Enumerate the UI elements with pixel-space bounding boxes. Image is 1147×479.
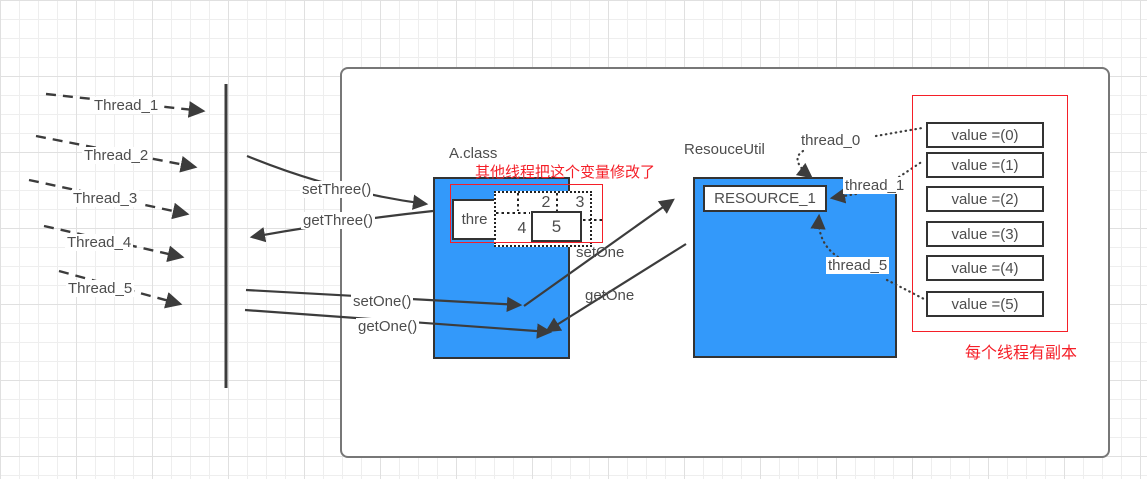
thread-5-pointer-label: thread_5 xyxy=(826,257,890,274)
set-one-label: setOne() xyxy=(351,293,414,310)
value-1-label: value =(1) xyxy=(951,156,1019,174)
value-box-1: value =(1) xyxy=(926,152,1044,178)
get-three-label: getThree() xyxy=(301,212,376,229)
set-three-label: setThree() xyxy=(300,181,374,198)
resource-util-title: ResouceUtil xyxy=(684,141,765,158)
variable-box-label: thre xyxy=(461,211,488,228)
each-thread-copy-annotation: 每个线程有副本 xyxy=(965,345,1078,362)
thread-values-red-outline xyxy=(912,95,1068,332)
thread-2-label: Thread_2 xyxy=(82,147,151,164)
thread-4-label: Thread_4 xyxy=(65,234,134,251)
a-class-title: A.class xyxy=(449,145,498,162)
value-5-label: value =(5) xyxy=(951,295,1019,313)
value-box-2: value =(2) xyxy=(926,186,1044,212)
variable-modified-annotation: 其他线程把这个变量修改了 xyxy=(475,164,656,181)
value-box-4: value =(4) xyxy=(926,255,1044,281)
thread-1-label: Thread_1 xyxy=(92,97,161,114)
modified-variable-red-outline xyxy=(450,184,603,243)
resource-1-label: RESOURCE_1 xyxy=(714,190,816,207)
resource-1-box: RESOURCE_1 xyxy=(703,185,827,212)
value-2-label: value =(2) xyxy=(951,190,1019,208)
value-box-5: value =(5) xyxy=(926,291,1044,317)
thread-3-label: Thread_3 xyxy=(71,190,140,207)
get-one-label: getOne() xyxy=(356,318,420,335)
slot-4: 4 xyxy=(517,220,527,237)
thread-0-pointer-label: thread_0 xyxy=(801,132,861,149)
value-box-3: value =(3) xyxy=(926,221,1044,247)
value-4-label: value =(4) xyxy=(951,259,1019,277)
set-one-link-label: setOne xyxy=(576,244,625,261)
thread-1-pointer-label: thread_1 xyxy=(843,177,907,194)
value-0-label: value =(0) xyxy=(951,126,1019,144)
thread-5-label: Thread_5 xyxy=(66,280,135,297)
value-box-0: value =(0) xyxy=(926,122,1044,148)
value-3-label: value =(3) xyxy=(951,225,1019,243)
get-one-link-label: getOne xyxy=(585,287,635,304)
